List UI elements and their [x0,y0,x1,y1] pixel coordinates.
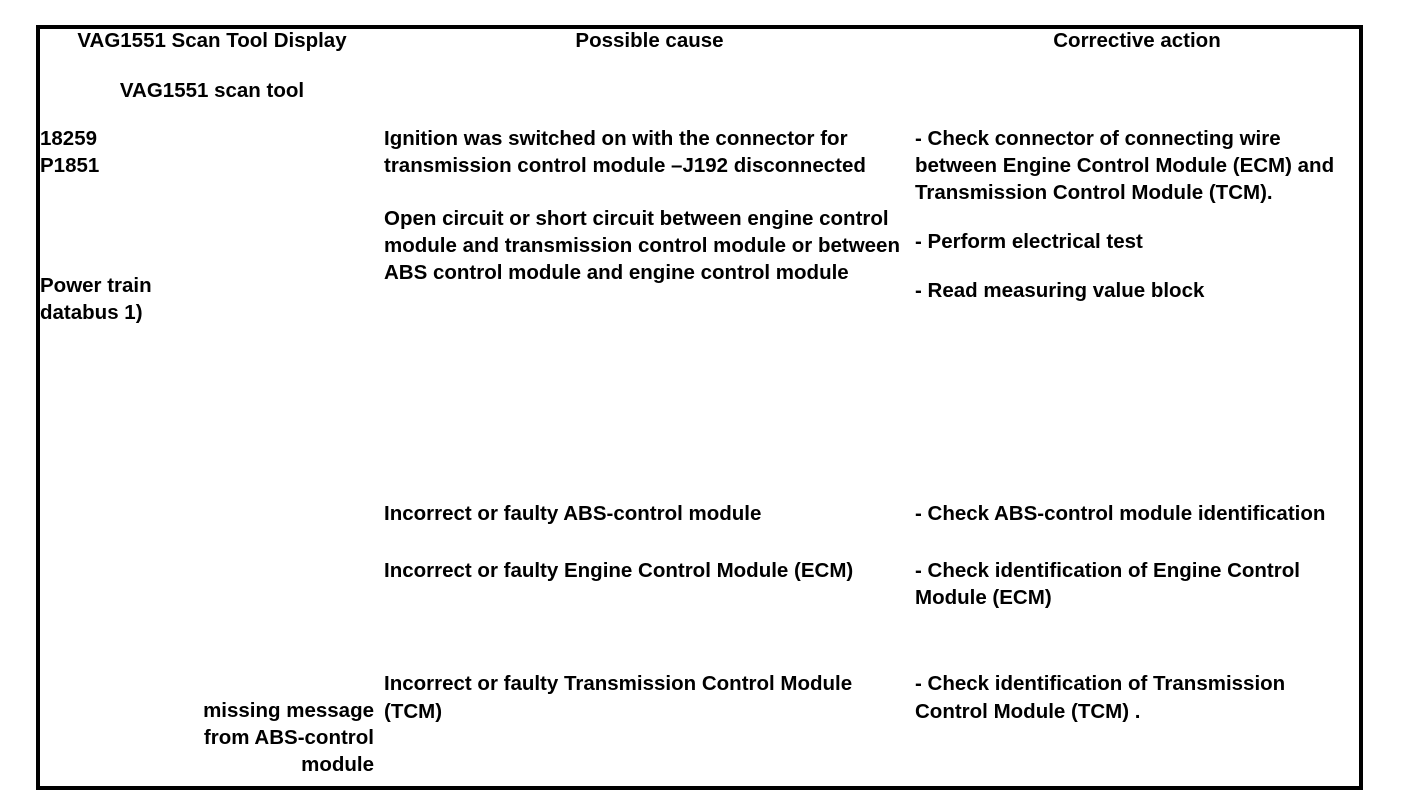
cause-cell: Incorrect or faulty Engine Control Modul… [384,557,915,670]
header-cell-display: VAG1551 Scan Tool Display VAG1551 scan t… [38,27,384,125]
cause-cell: Incorrect or faulty Transmission Control… [384,670,915,788]
header-cell-cause: Possible cause [384,27,915,125]
table-header-row: VAG1551 Scan Tool Display VAG1551 scan t… [38,27,1361,125]
missing-note-line2: from ABS-control [203,725,374,749]
cause-cell: Incorrect or faulty ABS-control module [384,500,915,557]
cause-paragraph: Incorrect or faulty Transmission Control… [384,672,853,723]
action-cell: - Check identification of Transmission C… [915,670,1361,788]
cause-cell: Ignition was switched on with the connec… [384,125,915,500]
fault-code-table: VAG1551 Scan Tool Display VAG1551 scan t… [36,25,1363,790]
system-name-line1: Power train [40,274,152,298]
action-item: - Check identification of Transmission C… [915,672,1286,723]
action-cell: - Check identification of Engine Control… [915,557,1361,670]
table-row: Incorrect or faulty Transmission Control… [38,670,1361,788]
table-row: Incorrect or faulty Engine Control Modul… [38,557,1361,670]
fault-code-numeric: 18259 [40,127,98,150]
action-cell: - Check connector of connecting wire bet… [915,125,1361,500]
cause-paragraph: Incorrect or faulty Engine Control Modul… [384,559,854,583]
action-item: - Check ABS-control module identificatio… [915,502,1326,526]
action-item: - Perform electrical test [915,230,1143,254]
fault-code-pcode: P1851 [40,154,100,178]
action-cell: - Check ABS-control module identificatio… [915,500,1361,557]
action-item: - Check connector of connecting wire bet… [915,127,1335,205]
system-name-line2: databus 1) [40,301,143,325]
header-action-label: Corrective action [1053,29,1221,52]
header-cell-action: Corrective action [915,27,1361,125]
header-cause-label: Possible cause [575,29,724,52]
action-item: - Read measuring value block [915,279,1205,303]
cause-paragraph: Incorrect or faulty ABS-control module [384,502,762,526]
table-row: 18259 P1851 Power train databus 1) missi… [38,125,1361,776]
missing-note-line3: module [301,752,374,776]
header-display-line2: VAG1551 scan tool [119,78,305,102]
header-display-line1: VAG1551 Scan Tool Display [77,29,347,52]
table-row: Incorrect or faulty ABS-control module -… [38,500,1361,557]
missing-note-line1: missing message [203,698,374,722]
cause-paragraph: Open circuit or short circuit between en… [384,207,900,285]
missing-message-note: missing message from ABS-control module [203,697,374,778]
action-item: - Check identification of Engine Control… [915,559,1300,610]
display-code-cell: 18259 P1851 Power train databus 1) missi… [38,125,384,788]
cause-paragraph: Ignition was switched on with the connec… [384,127,866,178]
